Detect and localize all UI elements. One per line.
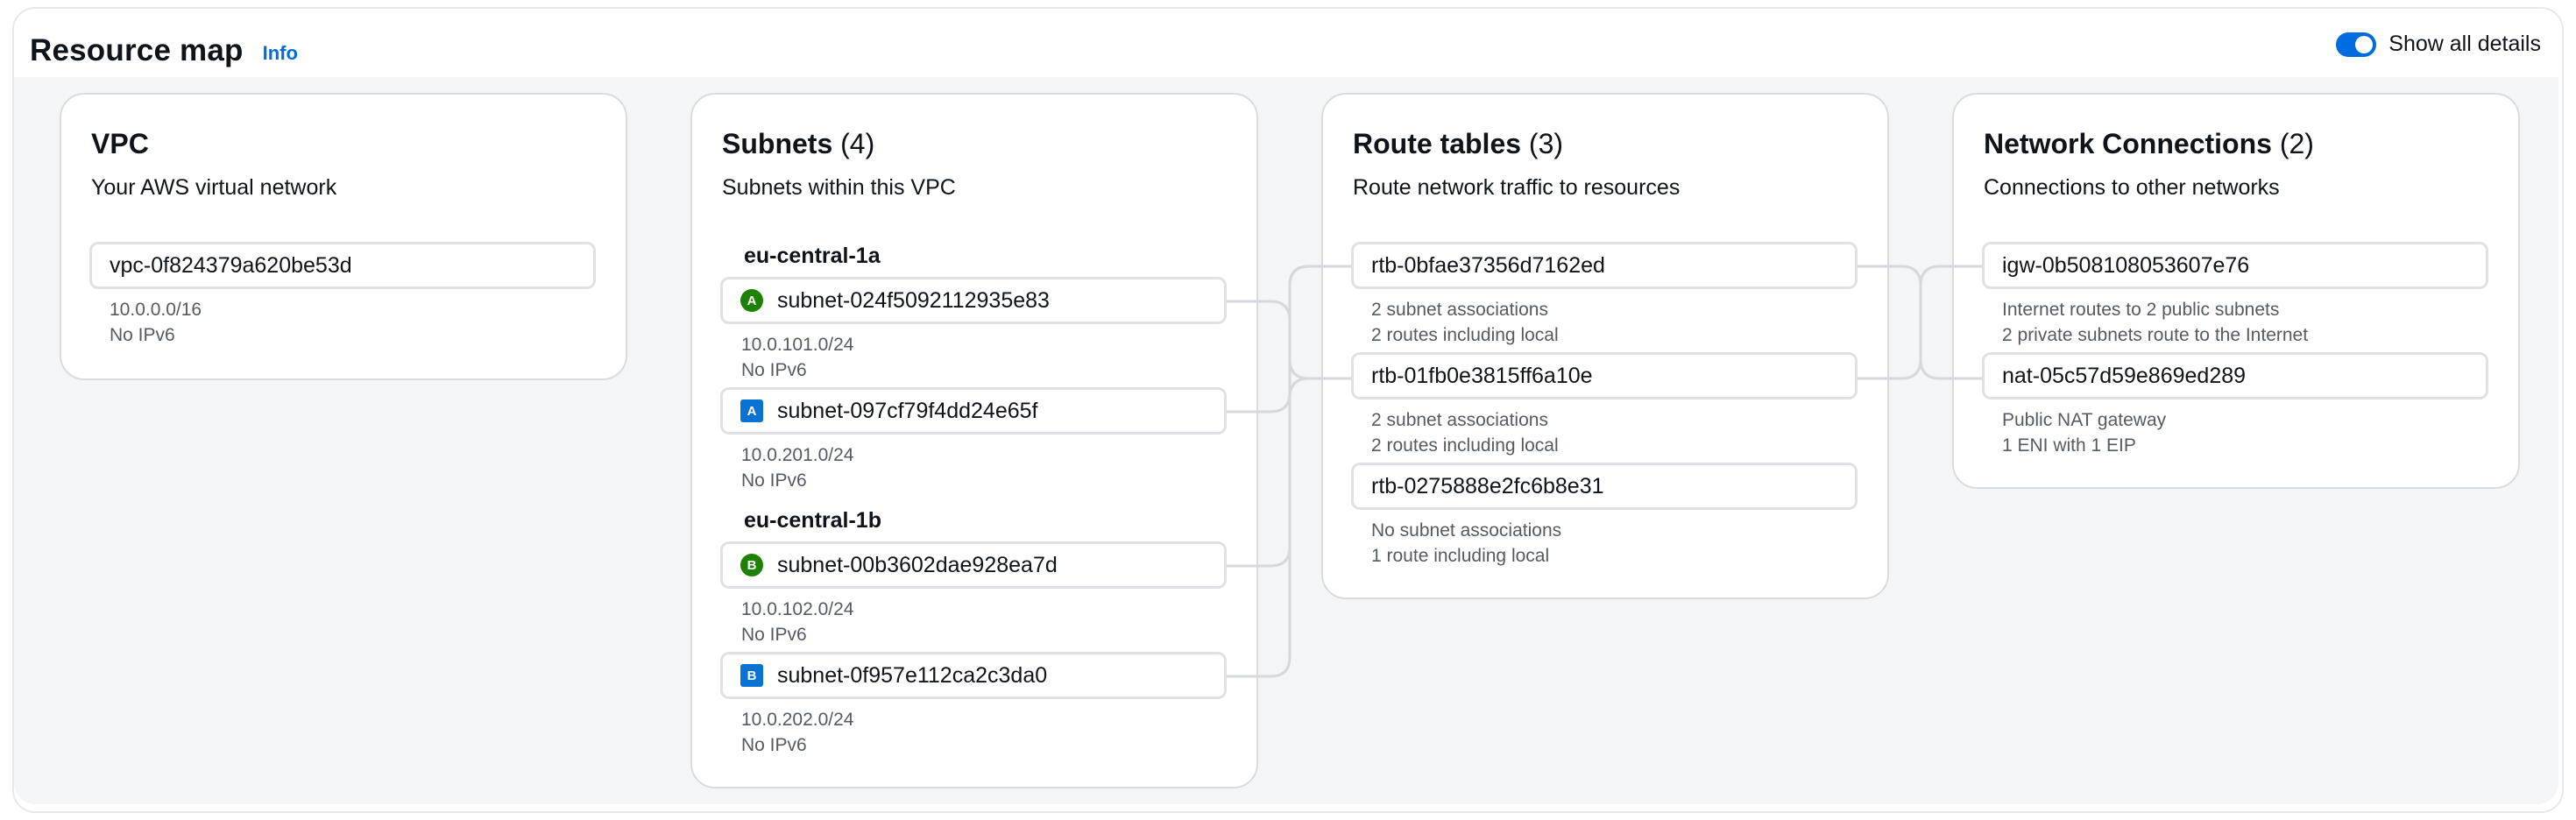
network-connections-title-text: Network Connections (1984, 128, 2272, 159)
subnet-ipv6: No IPv6 (741, 360, 807, 380)
route-tables-column-subtitle: Route network traffic to resources (1353, 175, 1681, 200)
subnets-count: (4) (840, 128, 875, 159)
network-connections-column-subtitle: Connections to other networks (1984, 175, 2280, 200)
nat-gateway-detail-2: 1 ENI with 1 EIP (2002, 435, 2136, 456)
subnet-node[interactable]: A subnet-097cf79f4dd24e65f (720, 387, 1227, 435)
internet-gateway-id: igw-0b508108053607e76 (2002, 252, 2250, 278)
route-table-details: 2 subnet associations 2 routes including… (1371, 407, 1559, 458)
subnet-id: subnet-097cf79f4dd24e65f (777, 398, 1038, 423)
route-tables-title-text: Route tables (1353, 128, 1522, 159)
show-details-toggle[interactable] (2336, 32, 2377, 57)
nat-gateway-details: Public NAT gateway 1 ENI with 1 EIP (2002, 407, 2166, 458)
subnet-ipv6: No IPv6 (741, 735, 807, 755)
subnet-cidr: 10.0.101.0/24 (741, 335, 854, 355)
subnet-node[interactable]: B subnet-00b3602dae928ea7d (720, 541, 1227, 589)
info-link[interactable]: Info (262, 42, 298, 64)
vpc-ipv6: No IPv6 (110, 325, 175, 345)
vpc-column: VPC Your AWS virtual network (60, 93, 627, 380)
subnet-cidr: 10.0.102.0/24 (741, 599, 854, 619)
network-connections-count: (2) (2279, 128, 2314, 159)
subnet-id: subnet-0f957e112ca2c3da0 (777, 662, 1048, 688)
availability-zone-badge-icon: A (740, 289, 763, 312)
subnets-title-text: Subnets (722, 128, 833, 159)
route-table-node[interactable]: rtb-0bfae37356d7162ed (1351, 242, 1858, 289)
subnet-cidr: 10.0.201.0/24 (741, 445, 854, 465)
subnet-id: subnet-024f5092112935e83 (777, 287, 1050, 313)
subnets-column-subtitle: Subnets within this VPC (722, 175, 956, 200)
toggle-knob (2355, 35, 2374, 53)
resource-map-header: Resource map Info (30, 25, 298, 77)
internet-gateway-details: Internet routes to 2 public subnets 2 pr… (2002, 297, 2308, 348)
network-connections-column-title: Network Connections (2) (1984, 128, 2314, 160)
subnet-id: subnet-00b3602dae928ea7d (777, 552, 1058, 577)
route-tables-column-title: Route tables (3) (1353, 128, 1563, 160)
internet-gateway-node[interactable]: igw-0b508108053607e76 (1982, 242, 2488, 289)
nat-gateway-node[interactable]: nat-05c57d59e869ed289 (1982, 352, 2488, 399)
subnet-details: 10.0.202.0/24 No IPv6 (741, 707, 853, 758)
availability-zone-label: eu-central-1b (744, 508, 881, 533)
route-table-routes: 2 routes including local (1371, 435, 1559, 456)
vpc-details: 10.0.0.0/16 No IPv6 (110, 297, 202, 348)
subnet-details: 10.0.201.0/24 No IPv6 (741, 442, 853, 493)
route-tables-column: Route tables (3) Route network traffic t… (1321, 93, 1889, 599)
route-table-node[interactable]: rtb-0275888e2fc6b8e31 (1351, 463, 1858, 510)
network-connections-column: Network Connections (2) Connections to o… (1952, 93, 2520, 489)
subnet-cidr: 10.0.202.0/24 (741, 710, 854, 730)
route-table-id: rtb-0275888e2fc6b8e31 (1371, 473, 1604, 498)
route-tables-count: (3) (1528, 128, 1564, 159)
subnet-details: 10.0.101.0/24 No IPv6 (741, 332, 853, 383)
vpc-column-subtitle: Your AWS virtual network (91, 175, 337, 200)
show-details-toggle-group[interactable]: Show all details (2336, 32, 2541, 57)
availability-zone-label: eu-central-1a (744, 244, 881, 268)
nat-gateway-detail-1: Public NAT gateway (2002, 410, 2167, 430)
subnet-node[interactable]: B subnet-0f957e112ca2c3da0 (720, 652, 1227, 699)
route-table-routes: 2 routes including local (1371, 325, 1559, 345)
route-table-associations: 2 subnet associations (1371, 410, 1548, 430)
subnet-node[interactable]: A subnet-024f5092112935e83 (720, 277, 1227, 324)
route-table-node[interactable]: rtb-01fb0e3815ff6a10e (1351, 352, 1858, 399)
vpc-node[interactable]: vpc-0f824379a620be53d (89, 242, 596, 289)
route-table-details: 2 subnet associations 2 routes including… (1371, 297, 1559, 348)
availability-zone-badge-icon: B (740, 554, 763, 576)
show-details-label: Show all details (2388, 32, 2541, 56)
availability-zone-badge-icon: B (740, 664, 763, 687)
route-table-id: rtb-01fb0e3815ff6a10e (1371, 363, 1593, 388)
internet-gateway-detail-1: Internet routes to 2 public subnets (2002, 300, 2280, 320)
vpc-cidr: 10.0.0.0/16 (110, 300, 202, 320)
route-table-associations: 2 subnet associations (1371, 300, 1548, 320)
page-title: Resource map (30, 33, 244, 67)
availability-zone-badge-icon: A (740, 399, 763, 422)
subnets-column-title: Subnets (4) (722, 128, 874, 160)
subnet-ipv6: No IPv6 (741, 625, 807, 645)
subnet-details: 10.0.102.0/24 No IPv6 (741, 597, 853, 647)
route-table-associations: No subnet associations (1371, 520, 1562, 541)
vpc-column-title: VPC (91, 128, 149, 159)
route-table-details: No subnet associations 1 route including… (1371, 518, 1561, 569)
route-table-routes: 1 route including local (1371, 546, 1550, 566)
subnet-ipv6: No IPv6 (741, 470, 807, 491)
route-table-id: rtb-0bfae37356d7162ed (1371, 252, 1605, 278)
nat-gateway-id: nat-05c57d59e869ed289 (2002, 363, 2247, 388)
internet-gateway-detail-2: 2 private subnets route to the Internet (2002, 325, 2309, 345)
vpc-id: vpc-0f824379a620be53d (110, 252, 352, 278)
